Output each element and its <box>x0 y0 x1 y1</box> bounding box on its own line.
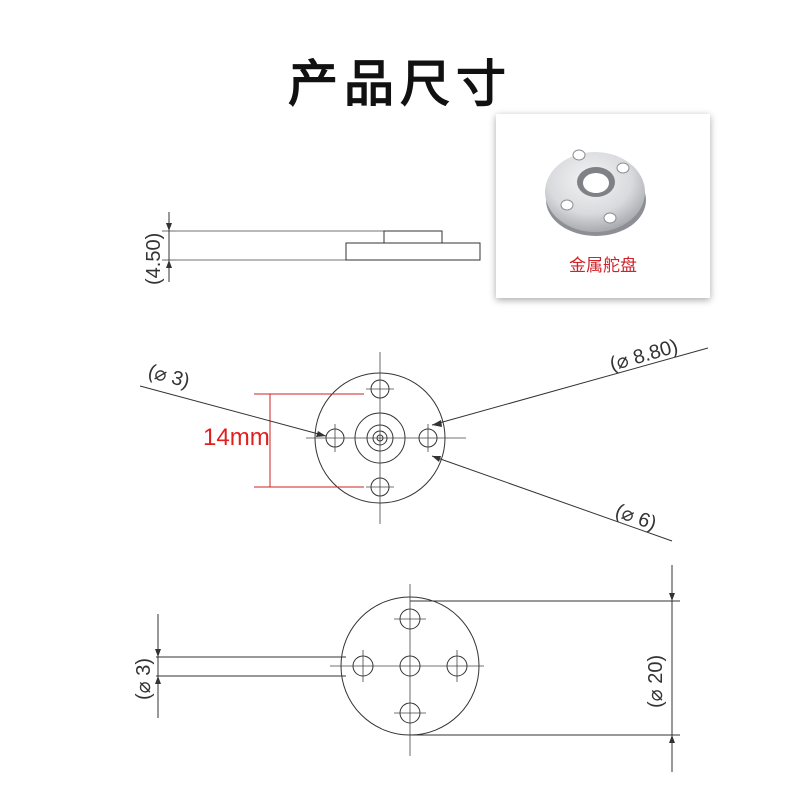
dim-shaft: (⌀ 3) <box>133 658 155 700</box>
servo-horn-image <box>545 149 646 236</box>
product-photo-card: 金属舵盘 <box>496 114 710 298</box>
dim-center-hole: (⌀ 6) <box>612 500 659 535</box>
dim-thickness: (4.50) <box>143 233 165 285</box>
product-name: 金属舵盘 <box>569 256 637 276</box>
dim-outer-diameter: (⌀ 20) <box>645 655 667 708</box>
bottom-view: (⌀ 3) (⌀ 20) <box>133 565 680 772</box>
side-view: (4.50) <box>143 212 481 285</box>
page-title: 产品尺寸 <box>288 55 512 113</box>
hole-spacing-label: 14mm <box>203 424 270 451</box>
dim-bolt-circle: (⌀ 8.80) <box>607 335 680 375</box>
dim-small-hole: (⌀ 3) <box>146 361 192 393</box>
